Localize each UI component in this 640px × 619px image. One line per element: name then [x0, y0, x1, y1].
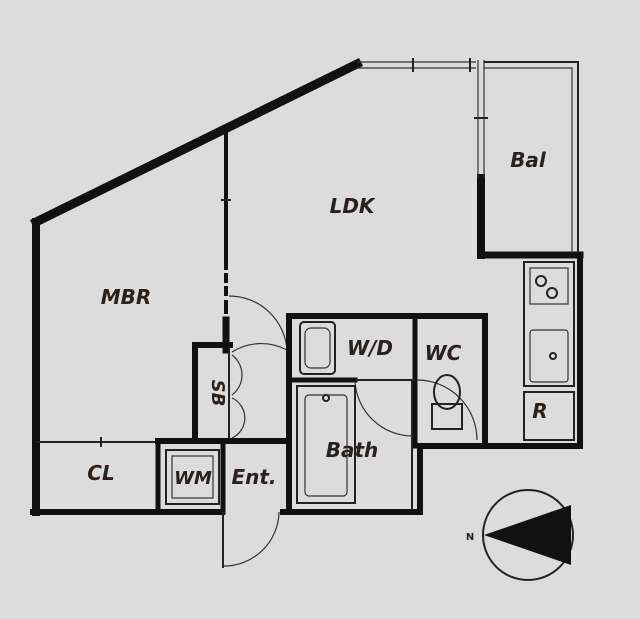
- balcony: [484, 61, 579, 253]
- shoe-box: [192, 342, 288, 443]
- room-labels: LDK MBR Bal W/D WC Bath CL WM Ent. R SB: [87, 148, 547, 489]
- north-label: N: [466, 532, 474, 543]
- washing-machine-space: [165, 438, 226, 515]
- kitchen: [523, 261, 575, 441]
- exterior-walls: [29, 57, 584, 516]
- top-window: [357, 58, 476, 72]
- room-label-entrance: Ent.: [231, 465, 276, 489]
- bathtub: [296, 385, 356, 504]
- room-label-balcony: Bal: [510, 148, 547, 172]
- room-label-refrigerator: R: [532, 399, 547, 423]
- service-core: [286, 313, 488, 515]
- room-label-ldk: LDK: [330, 194, 376, 218]
- room-label-wc: WC: [425, 341, 462, 365]
- north-compass: N: [466, 489, 574, 581]
- room-label-bath: Bath: [326, 438, 379, 462]
- room-label-mbr: MBR: [101, 285, 152, 309]
- room-label-closet: CL: [87, 461, 114, 485]
- room-label-wd: W/D: [347, 336, 393, 360]
- room-label-wm: WM: [174, 468, 212, 489]
- room-label-shoe-box: SB: [207, 380, 228, 407]
- entrance-door: [222, 511, 280, 568]
- balcony-window: [474, 60, 488, 178]
- washbasin: [299, 321, 336, 375]
- toilet: [431, 374, 463, 430]
- mbr-ldk-partition: [221, 128, 288, 354]
